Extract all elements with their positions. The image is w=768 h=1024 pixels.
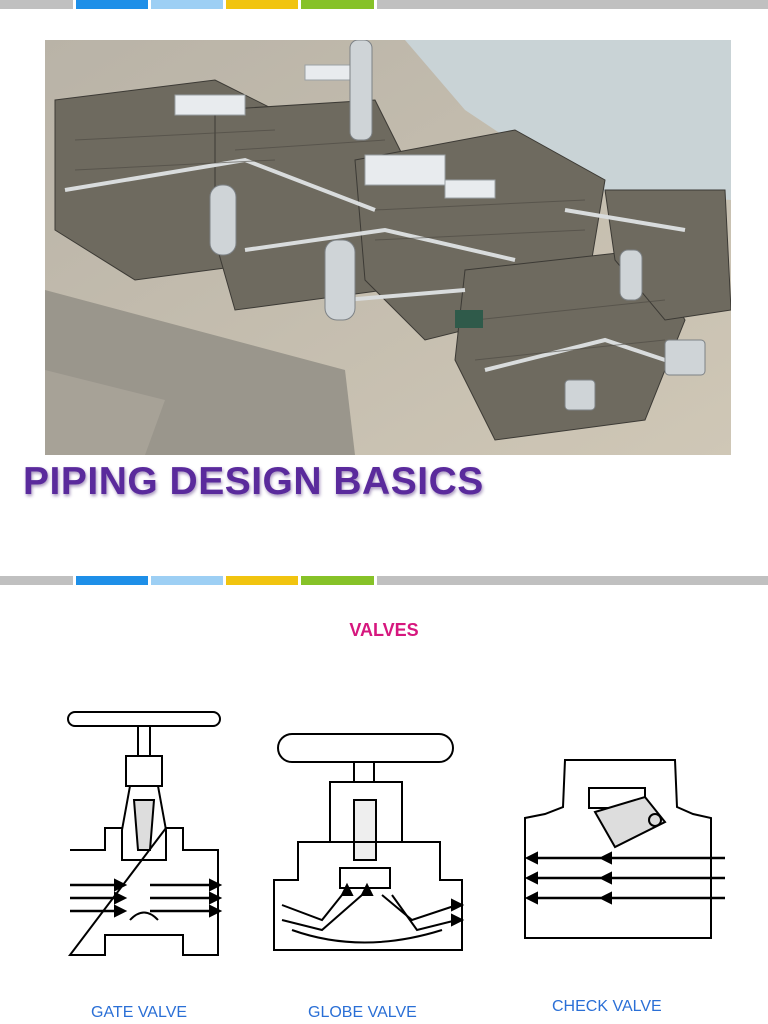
slide-title: PIPING DESIGN BASICS xyxy=(23,460,484,503)
valves-heading: VALVES xyxy=(349,620,419,640)
gate-valve-caption: GATE VALVE xyxy=(91,1004,188,1021)
plant-photo xyxy=(45,40,731,455)
gate-valve-diagram-icon xyxy=(60,710,230,965)
check-valve-caption: CHECK VALVE xyxy=(552,998,662,1015)
check-valve-diagram-icon xyxy=(515,752,735,957)
top-color-bar xyxy=(0,0,768,9)
globe-valve-caption: GLOBE VALVE xyxy=(308,1004,417,1021)
globe-valve-diagram-icon xyxy=(262,730,477,965)
divider-color-bar xyxy=(0,576,768,585)
